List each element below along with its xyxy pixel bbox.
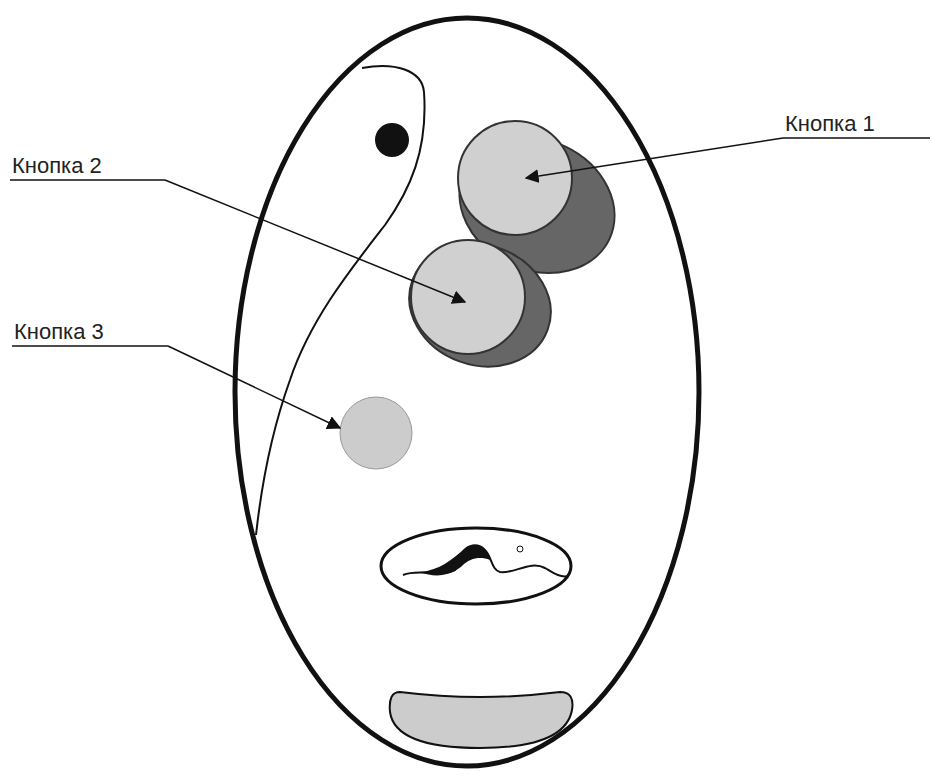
leader-line <box>526 138 783 178</box>
label-underline <box>783 137 930 139</box>
label-underline <box>10 179 165 181</box>
strand-thick <box>420 544 490 575</box>
button-flat <box>340 397 412 469</box>
button-rim <box>392 224 568 386</box>
crescent-body <box>390 692 573 748</box>
small-mark <box>517 546 523 552</box>
button-cap <box>411 240 525 354</box>
leader-line <box>165 180 465 302</box>
outer-shell <box>235 18 699 766</box>
button-cap <box>458 121 572 235</box>
part-label: Кнопка 1 <box>785 113 875 135</box>
left-region <box>256 66 425 535</box>
part-label: Кнопка 3 <box>14 321 104 343</box>
label-underline <box>12 345 168 347</box>
black-dot <box>375 123 409 157</box>
nucleus <box>381 528 571 604</box>
leader-line <box>168 346 340 428</box>
part-label: Кнопка 2 <box>12 155 102 177</box>
